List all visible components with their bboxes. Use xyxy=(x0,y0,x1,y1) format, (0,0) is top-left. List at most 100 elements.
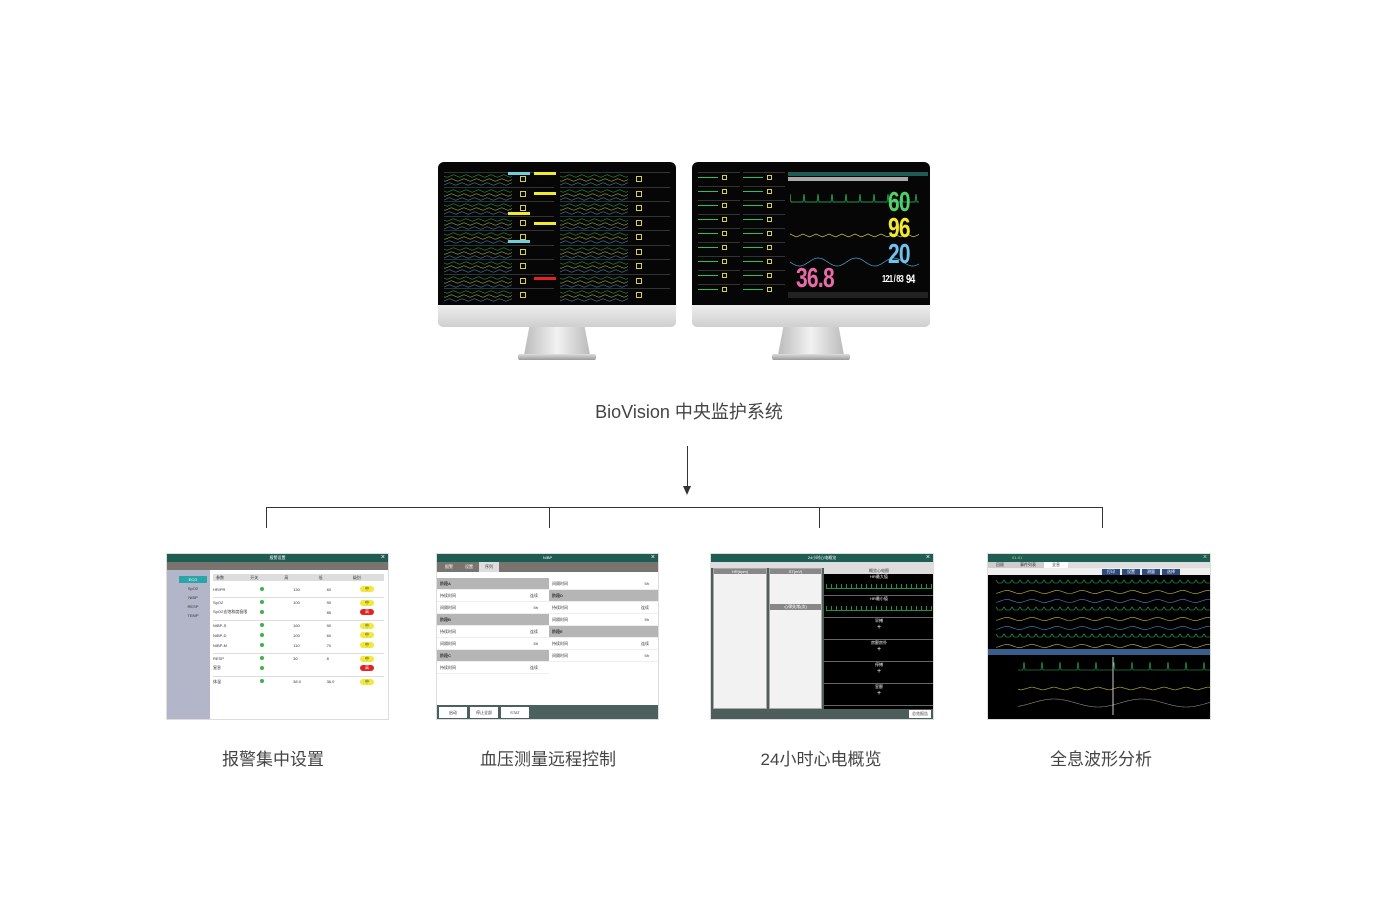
tab-1[interactable]: 事件列表 xyxy=(1012,562,1044,568)
setting-row[interactable]: 持续时间连续 xyxy=(549,602,658,614)
nibp-button-0[interactable]: 启动 xyxy=(439,707,467,718)
high-limit[interactable]: 38.0 xyxy=(293,679,301,684)
table-row: 体温 38.0 36.0 中 xyxy=(213,676,384,686)
param-box xyxy=(767,287,772,292)
low-limit[interactable]: 60 xyxy=(326,586,332,592)
alarm-toggle[interactable] xyxy=(259,609,293,615)
section-label: HR最大值 xyxy=(870,574,888,579)
low-limit[interactable]: 85 xyxy=(326,609,332,615)
tree-item-temp[interactable]: TEMP xyxy=(187,613,199,618)
high-limit[interactable]: 130 xyxy=(293,586,300,592)
overview-section[interactable]: 房颤房扑+ xyxy=(824,640,933,662)
title-bar: 01-01× xyxy=(988,554,1210,562)
high-limit[interactable]: 30 xyxy=(293,656,298,661)
row-label: 间隔时间 xyxy=(552,652,568,658)
overview-section[interactable]: HR最小值 xyxy=(824,596,933,618)
tree-item-ecg[interactable]: ECG xyxy=(179,576,207,583)
alarm-level-badge[interactable]: 中 xyxy=(359,586,374,592)
param-box xyxy=(636,277,642,284)
bed-row xyxy=(559,201,670,215)
monitor-bezel xyxy=(692,305,930,327)
tab-0[interactable]: 回顾 xyxy=(988,562,1012,568)
overview-section[interactable]: 早搏+ xyxy=(824,618,933,640)
param-box xyxy=(636,205,642,211)
holo-button-3[interactable]: 选择 xyxy=(1162,569,1180,575)
holo-button-0[interactable]: 打印 xyxy=(1102,569,1120,575)
holo-button-1[interactable]: 设置 xyxy=(1122,569,1140,575)
toolbar[interactable] xyxy=(988,649,1211,655)
tab-2[interactable]: 全息 xyxy=(1044,562,1068,568)
high-limit[interactable]: 160 xyxy=(293,623,300,628)
wave xyxy=(743,219,763,220)
row-value: 5h xyxy=(644,653,649,658)
close-icon: × xyxy=(925,554,930,561)
bed-row xyxy=(698,270,740,283)
alarm-tag xyxy=(534,277,556,280)
overview-section[interactable]: HR最大值 xyxy=(824,574,933,596)
alarm-toggle[interactable] xyxy=(259,642,293,648)
alarm-level-badge[interactable]: 中 xyxy=(359,678,374,685)
low-limit[interactable]: 60 xyxy=(326,632,332,638)
overview-section[interactable]: 停搏+ xyxy=(824,662,933,684)
param-name: 体温 xyxy=(213,678,221,684)
tab-0[interactable]: 报警 xyxy=(445,564,453,569)
setting-row[interactable]: 持续时间连续 xyxy=(437,662,549,674)
row-label: 间隔时间 xyxy=(440,604,456,610)
nibp-button-2[interactable]: STAT xyxy=(501,707,529,718)
system-title: BioVision 中央监护系统 xyxy=(595,402,783,422)
overview-section[interactable]: 室颤+ xyxy=(824,684,933,706)
monitor-foot xyxy=(518,354,596,360)
alarm-toggle[interactable] xyxy=(259,586,293,592)
high-limit[interactable]: 100 xyxy=(293,600,300,605)
tab-2[interactable]: 序列 xyxy=(479,562,499,572)
alarm-toggle[interactable] xyxy=(259,665,293,671)
nibp-button-1[interactable]: 停止全部 xyxy=(470,707,498,718)
alarm-level-badge[interactable]: 中 xyxy=(359,622,374,629)
low-limit[interactable]: 90 xyxy=(326,623,332,628)
tab-1[interactable]: 设置 xyxy=(465,564,473,569)
alarm-level-badge[interactable]: 中 xyxy=(359,632,374,638)
column-header: 低 xyxy=(318,575,323,580)
alarm-toggle[interactable] xyxy=(259,623,293,628)
low-limit[interactable]: 36.0 xyxy=(326,679,335,684)
alarm-toggle[interactable] xyxy=(259,632,293,638)
alarm-toggle[interactable] xyxy=(259,679,293,684)
export-report-button[interactable]: 总览报告 xyxy=(909,710,931,718)
row-value: 5h xyxy=(644,581,649,586)
setting-row[interactable]: 持续时间连续 xyxy=(549,638,658,650)
holo-button-2[interactable]: 测量 xyxy=(1142,569,1160,575)
alarm-level-badge[interactable]: 中 xyxy=(359,642,374,648)
waveform-trace xyxy=(1017,698,1210,708)
alarm-level-badge[interactable]: 中 xyxy=(359,655,374,662)
toggle-knob xyxy=(259,609,264,614)
param-name: RESP xyxy=(213,656,224,661)
alarm-level-badge[interactable]: 中 xyxy=(359,599,374,606)
setting-row[interactable]: 持续时间连续 xyxy=(437,626,549,638)
ecg-strip xyxy=(826,584,932,589)
low-limit[interactable]: 70 xyxy=(326,642,332,648)
stage-header: 阶段E xyxy=(549,626,658,638)
bed-row xyxy=(698,228,740,241)
low-limit[interactable]: 90 xyxy=(326,600,332,605)
low-limit[interactable]: 8 xyxy=(326,656,329,661)
high-limit[interactable]: 110 xyxy=(293,642,300,648)
bed-row xyxy=(698,256,740,269)
setting-row[interactable]: 持续时间连续 xyxy=(437,590,549,602)
tree-item-resp[interactable]: RESP xyxy=(187,604,199,609)
alarm-toggle[interactable] xyxy=(259,656,293,661)
alarm-level-badge[interactable]: 高 xyxy=(359,665,374,671)
bracket-drop xyxy=(549,507,550,528)
tree-item-nibp[interactable]: NIBP xyxy=(188,595,198,600)
setting-row[interactable]: 间隔时间 5h xyxy=(549,650,658,662)
toggle-knob xyxy=(259,632,264,637)
high-limit[interactable]: 100 xyxy=(293,632,300,638)
tree-item-spo2[interactable]: SpO2 xyxy=(187,586,199,591)
alarm-level-badge[interactable]: 高 xyxy=(359,609,374,615)
alarm-toggle[interactable] xyxy=(259,600,293,605)
